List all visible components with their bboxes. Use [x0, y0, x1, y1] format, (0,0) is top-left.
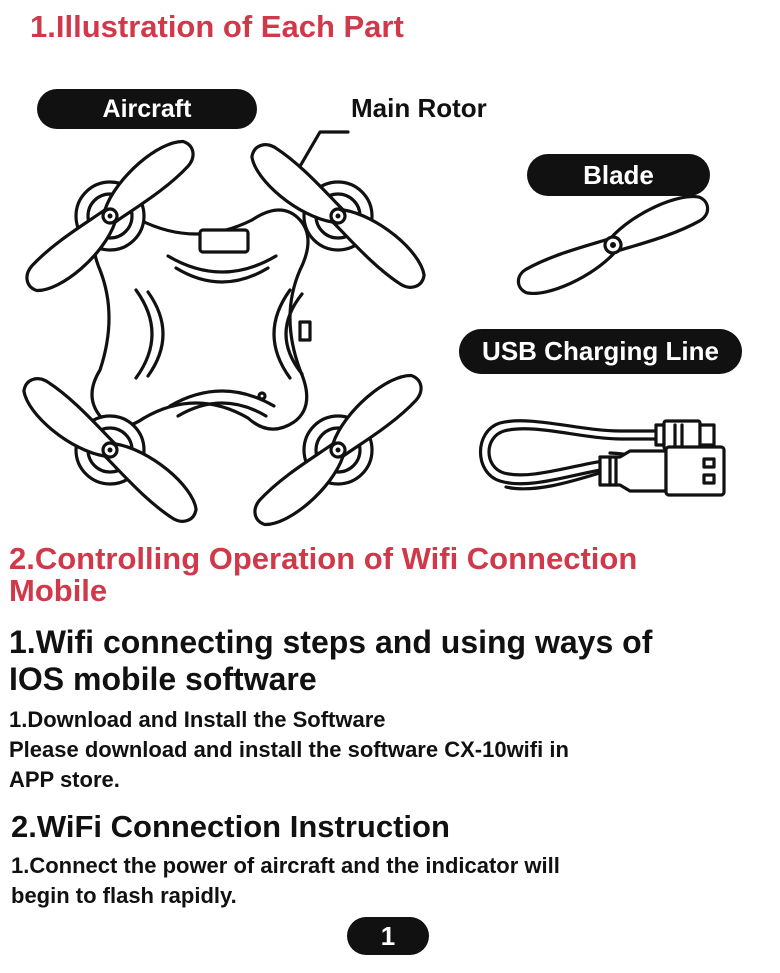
indicator-light: [257, 391, 267, 401]
download-step-title: 1.Download and Install the Software: [9, 707, 386, 732]
usb-a-plug: [598, 445, 726, 497]
heading-line-2: IOS mobile software: [9, 661, 317, 697]
propeller-rear-right: [253, 373, 423, 527]
aircraft-illustration: [22, 130, 426, 527]
connect-power-step: 1.Connect the power of aircraft and the …: [11, 851, 560, 911]
usb-cable-illustration: [478, 419, 726, 497]
inner-arc-right: [272, 288, 292, 380]
propeller-front-left: [25, 139, 195, 293]
inner-arc-left-inner: [146, 290, 165, 378]
micro-usb-plug: [654, 419, 716, 451]
section-title-line-2: Mobile: [9, 573, 108, 608]
blade-label: Blade: [527, 154, 710, 196]
propeller-rear-left: [22, 377, 198, 523]
heading-line-1: 1.Wifi connecting steps and using ways o…: [9, 624, 653, 660]
connect-power-line-1: 1.Connect the power of aircraft and the …: [11, 853, 560, 878]
wifi-connection-heading: 2.WiFi Connection Instruction: [11, 809, 450, 844]
main-rotor-leader-line: [290, 130, 350, 182]
main-rotor-label: Main Rotor: [351, 93, 487, 123]
section-title-wifi-control: 2.Controlling Operation of Wifi Connecti…: [9, 543, 637, 607]
section-title-illustration: 1.Illustration of Each Part: [30, 9, 404, 44]
power-switch: [298, 320, 312, 342]
blade-illustration: [516, 195, 710, 296]
propeller-front-right: [250, 143, 426, 289]
inner-arc-bottom-inner: [176, 401, 268, 418]
download-step-text-line-1: Please download and install the software…: [9, 737, 569, 762]
connect-power-line-2: begin to flash rapidly.: [11, 883, 237, 908]
usb-charging-line-label: USB Charging Line: [459, 329, 742, 374]
cable-loop: [478, 419, 662, 486]
download-step: 1.Download and Install the Software Plea…: [9, 705, 569, 795]
inner-arc-left: [134, 288, 154, 380]
inner-arc-right-inner: [284, 292, 304, 376]
download-step-text-line-2: APP store.: [9, 767, 120, 792]
inner-arc-top-inner: [174, 266, 270, 284]
aircraft-label: Aircraft: [37, 89, 257, 129]
page-number: 1: [347, 917, 429, 955]
camera-module: [198, 228, 250, 254]
ios-wifi-steps-heading: 1.Wifi connecting steps and using ways o…: [9, 624, 652, 698]
section-title-line-1: 2.Controlling Operation of Wifi Connecti…: [9, 541, 638, 576]
inner-arc-top: [166, 254, 278, 274]
